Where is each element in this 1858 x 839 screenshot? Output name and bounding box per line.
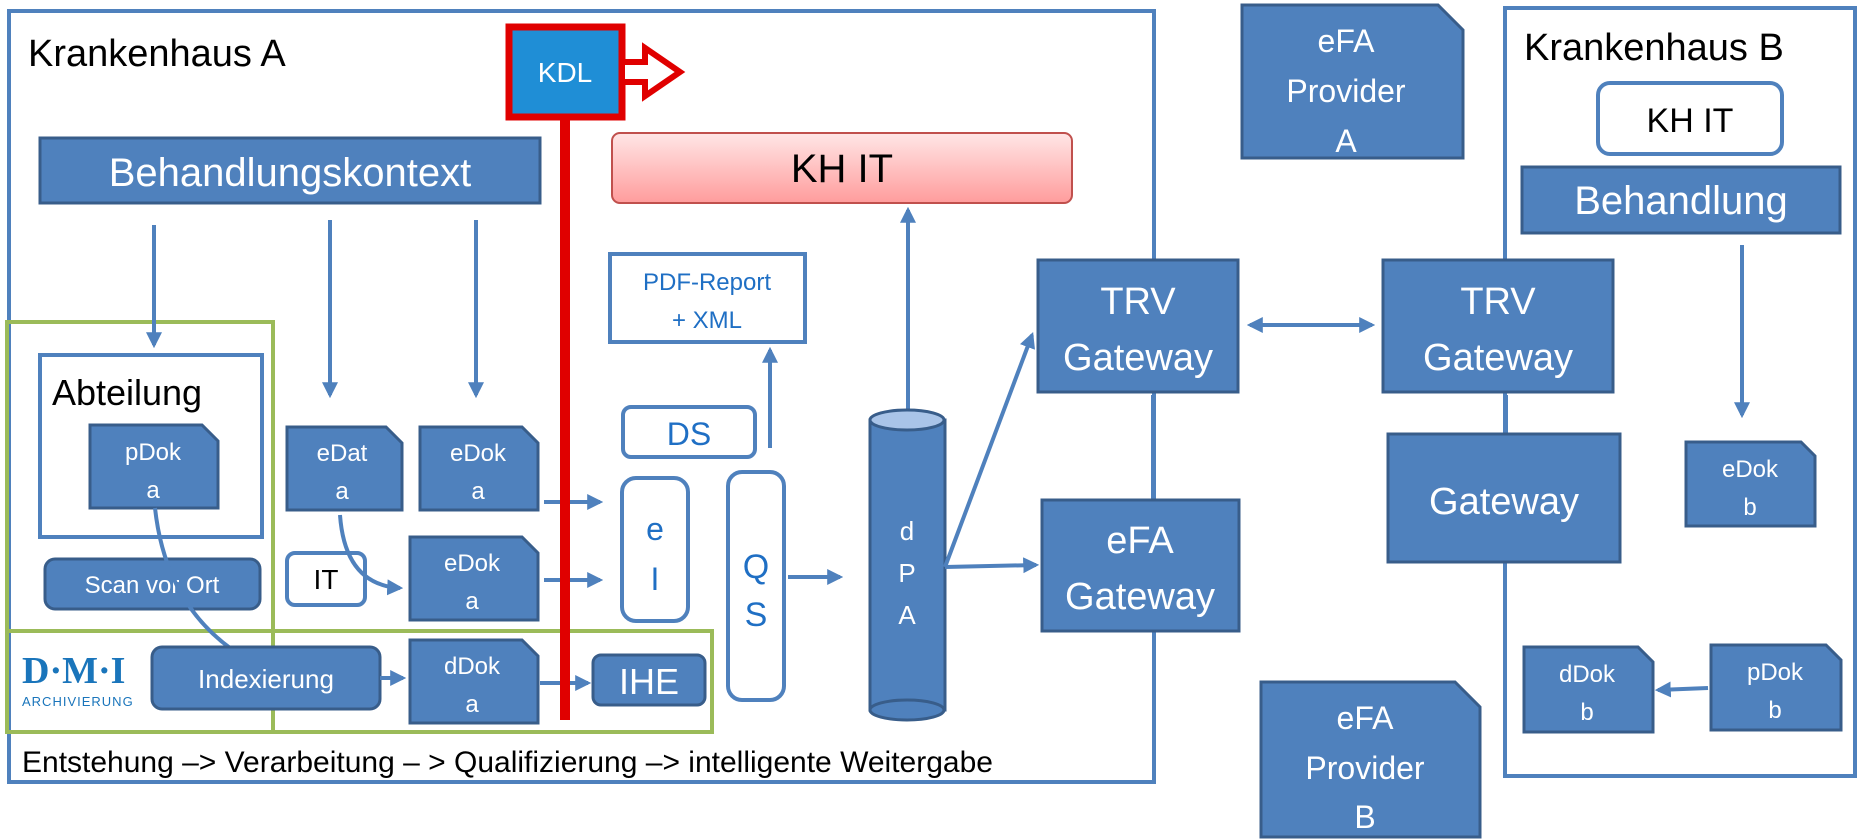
dpa-cylinder-top — [868, 408, 946, 432]
edok-a2-doc — [408, 535, 540, 622]
hospital-b-title: Krankenhaus B — [1524, 27, 1784, 69]
edok-a2-line1: eDok — [444, 550, 501, 577]
pdok-b-line2: b — [1768, 697, 1781, 724]
dpa-line3: A — [898, 600, 916, 630]
pdok-b-line1: pDok — [1747, 659, 1804, 686]
kh-b-behandlung-box — [1520, 165, 1842, 235]
trv-gateway-b-line2: Gateway — [1423, 337, 1573, 379]
efa-provider-a-doc — [1240, 3, 1465, 160]
efa-provider-b-line1: eFA — [1337, 700, 1395, 736]
pdf-report-line2: + XML — [672, 307, 742, 334]
ddok-a-line2: a — [465, 691, 479, 718]
ei-line1: e — [646, 511, 664, 547]
gateway-box — [1386, 432, 1622, 564]
scan-label: Scan vor Ort — [85, 572, 220, 599]
dmi-logo-text: D·M·I — [22, 650, 125, 692]
ddok-b-doc — [1522, 645, 1655, 734]
abteilung-label: Abteilung — [52, 372, 202, 413]
ihe-label: IHE — [619, 661, 679, 702]
ei-line2: I — [651, 561, 660, 597]
efa-gateway-line2: Gateway — [1065, 576, 1215, 618]
efa-provider-a-line2: Provider — [1286, 73, 1406, 109]
efa-provider-a-line3: A — [1335, 123, 1357, 159]
edok-a2-line2: a — [465, 588, 479, 615]
behandlungskontext-label: Behandlungskontext — [109, 151, 472, 195]
qs-line2: S — [745, 596, 768, 634]
scan-box — [43, 557, 262, 611]
edat-a-doc — [285, 425, 404, 512]
dmi-logo-sub: ARCHIVIERUNG — [22, 694, 134, 709]
edok-b-line1: eDok — [1722, 456, 1779, 483]
efa-provider-b-line2: Provider — [1305, 750, 1425, 786]
pdf-report-box — [608, 252, 807, 344]
edat-a-line2: a — [335, 478, 349, 505]
process-caption: Entstehung –> Verarbeitung – > Qualifizi… — [22, 746, 993, 779]
efa-gateway-line1: eFA — [1106, 520, 1174, 562]
trv-gateway-a-line2: Gateway — [1063, 337, 1213, 379]
curve-pdok-indexierung — [153, 507, 232, 650]
qs-line1: Q — [743, 548, 769, 586]
ihe-box — [591, 653, 707, 707]
dpa-cylinder-bottom — [868, 698, 946, 722]
indexierung-label: Indexierung — [198, 664, 334, 694]
pdok-a-line2: a — [146, 477, 160, 504]
efa-provider-b-doc — [1259, 680, 1482, 839]
dpa-cylinder-body — [868, 418, 947, 712]
edok-a1-line2: a — [471, 478, 485, 505]
kh-b-it-label: KH IT — [1647, 102, 1734, 140]
edok-a1-line1: eDok — [450, 440, 507, 467]
edok-a1-doc — [418, 425, 540, 512]
ddok-b-line2: b — [1580, 699, 1593, 726]
indexing-green-frame — [5, 629, 714, 734]
edok-b-line2: b — [1743, 494, 1756, 521]
arrow-pdok-ddok-b — [1654, 681, 1709, 698]
dpa-line1: d — [900, 516, 914, 546]
pdf-report-line1: PDF-Report — [643, 269, 771, 296]
qs-box — [726, 470, 786, 702]
pdok-b-doc — [1709, 643, 1843, 732]
efa-gateway-box — [1040, 498, 1241, 633]
kh-it-label: KH IT — [791, 147, 893, 191]
kdl-red-arrow — [619, 42, 686, 102]
ei-box — [620, 476, 690, 623]
kh-b-behandlung-label: Behandlung — [1574, 179, 1788, 223]
ds-label: DS — [667, 416, 711, 452]
pdok-a-doc — [88, 423, 220, 510]
arrow-dpa-efa — [944, 557, 1040, 574]
arrow-dpa-trv — [943, 332, 1035, 568]
efa-provider-b-line3: B — [1354, 799, 1375, 835]
behandlungskontext-box — [38, 136, 542, 205]
ddok-a-doc — [408, 638, 540, 725]
trv-gateway-a-line1: TRV — [1100, 281, 1176, 323]
pdok-a-line1: pDok — [125, 439, 182, 466]
kdl-label: KDL — [538, 57, 592, 88]
trv-gateway-b-box — [1381, 258, 1615, 394]
hospital-a-title: Krankenhaus A — [28, 33, 286, 75]
edok-b-doc — [1684, 440, 1817, 528]
gateway-label: Gateway — [1429, 481, 1579, 523]
ds-box — [621, 405, 757, 459]
efa-provider-a-line1: eFA — [1318, 23, 1376, 59]
kh-it-box — [611, 132, 1073, 204]
curve-edat-edok — [338, 514, 404, 596]
edat-a-line1: eDat — [317, 440, 368, 467]
trv-gateway-b-line1: TRV — [1460, 281, 1536, 323]
ddok-a-line1: dDok — [444, 653, 501, 680]
kh-b-it-box — [1596, 81, 1784, 156]
it-box — [285, 551, 367, 607]
ddok-b-line1: dDok — [1559, 661, 1616, 688]
dpa-line2: P — [898, 558, 915, 588]
trv-gateway-a-box — [1036, 258, 1240, 394]
it-label: IT — [314, 564, 339, 595]
